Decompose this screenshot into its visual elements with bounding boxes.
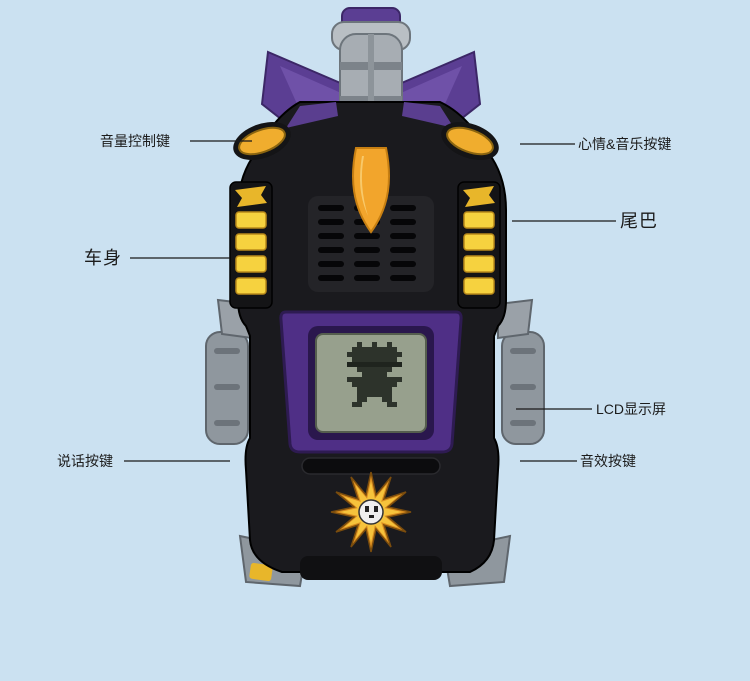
light-strip-right — [457, 181, 501, 309]
leader-lines — [124, 140, 616, 462]
label-sound-button: 音效按键 — [580, 453, 636, 469]
mood-music-button — [441, 122, 499, 160]
wheel-right — [501, 331, 545, 445]
label-mood-music: 心情&音乐按键 — [578, 136, 672, 152]
label-car-body: 车身 — [84, 248, 122, 268]
wheel-left — [205, 331, 249, 445]
label-volume-control: 音量控制键 — [100, 133, 170, 149]
nose-cone — [352, 147, 390, 234]
lcd-pixel-character — [347, 342, 402, 407]
volume-button — [233, 122, 291, 160]
side-mirror-right — [497, 298, 534, 340]
label-talk-button: 说话按键 — [57, 453, 113, 469]
label-lcd-screen: LCD显示屏 — [596, 401, 667, 417]
flame-emblem — [330, 471, 412, 553]
bottom-bumper — [300, 556, 442, 580]
label-tail: 尾巴 — [620, 211, 658, 231]
lcd-screen — [315, 333, 427, 433]
light-strip-left — [229, 181, 273, 309]
hood-vent — [301, 457, 441, 475]
